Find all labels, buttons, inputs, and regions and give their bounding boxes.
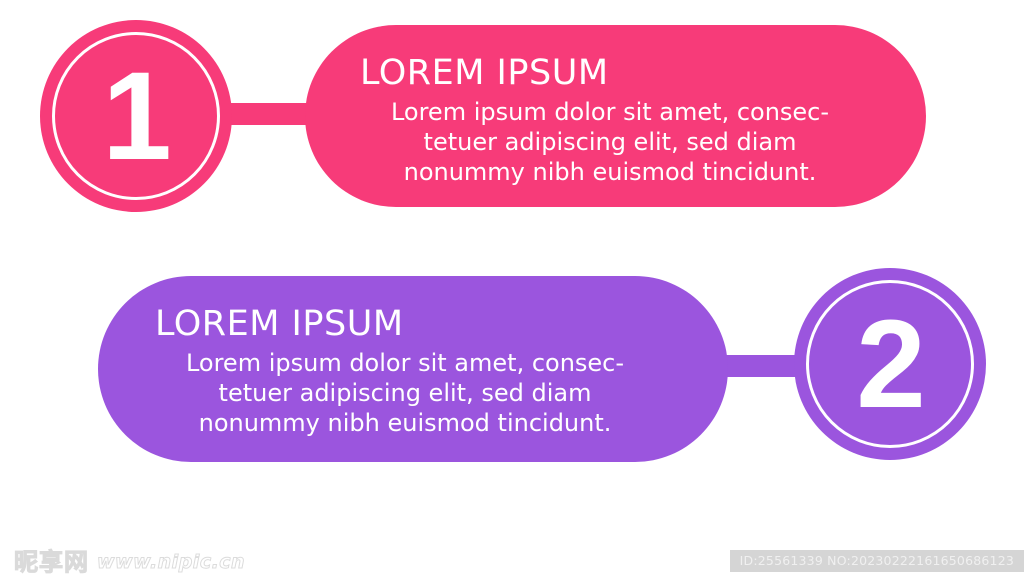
site-watermark: 昵享网 www.nipic.cn (14, 548, 246, 577)
step-1-body-text: Lorem ipsum dolor sit amet, consec- tetu… (390, 98, 830, 186)
watermark-url-text: www.nipic.cn (96, 551, 246, 574)
step-2-title: LOREM IPSUM (155, 304, 404, 344)
asset-id-badge: ID:25561339 NO:20230222161650686123 (729, 550, 1024, 572)
step-2-number-label: 2 (856, 294, 926, 434)
step-2-banner: LOREM IPSUM Lorem ipsum dolor sit amet, … (98, 276, 728, 462)
step-2-connector (707, 355, 803, 377)
step-1-number-label: 1 (102, 46, 172, 186)
step-2-body-text: Lorem ipsum dolor sit amet, consec- tetu… (185, 349, 625, 437)
step-2-banner-inner: LOREM IPSUM Lorem ipsum dolor sit amet, … (98, 276, 728, 462)
step-1-number-badge: 1 (40, 20, 232, 212)
step-2-badge-ring (806, 280, 974, 448)
step-1-banner-inner: LOREM IPSUM Lorem ipsum dolor sit amet, … (305, 25, 926, 207)
footer-watermark-bar: 昵享网 www.nipic.cn ID:25561339 NO:20230222… (0, 540, 1024, 586)
step-1-badge-ring (52, 32, 220, 200)
step-1-banner: LOREM IPSUM Lorem ipsum dolor sit amet, … (305, 25, 926, 207)
step-1-connector (224, 103, 320, 125)
step-1-title: LOREM IPSUM (360, 53, 609, 93)
step-2-number-badge: 2 (794, 268, 986, 460)
watermark-logo-text: 昵享网 (14, 548, 89, 577)
